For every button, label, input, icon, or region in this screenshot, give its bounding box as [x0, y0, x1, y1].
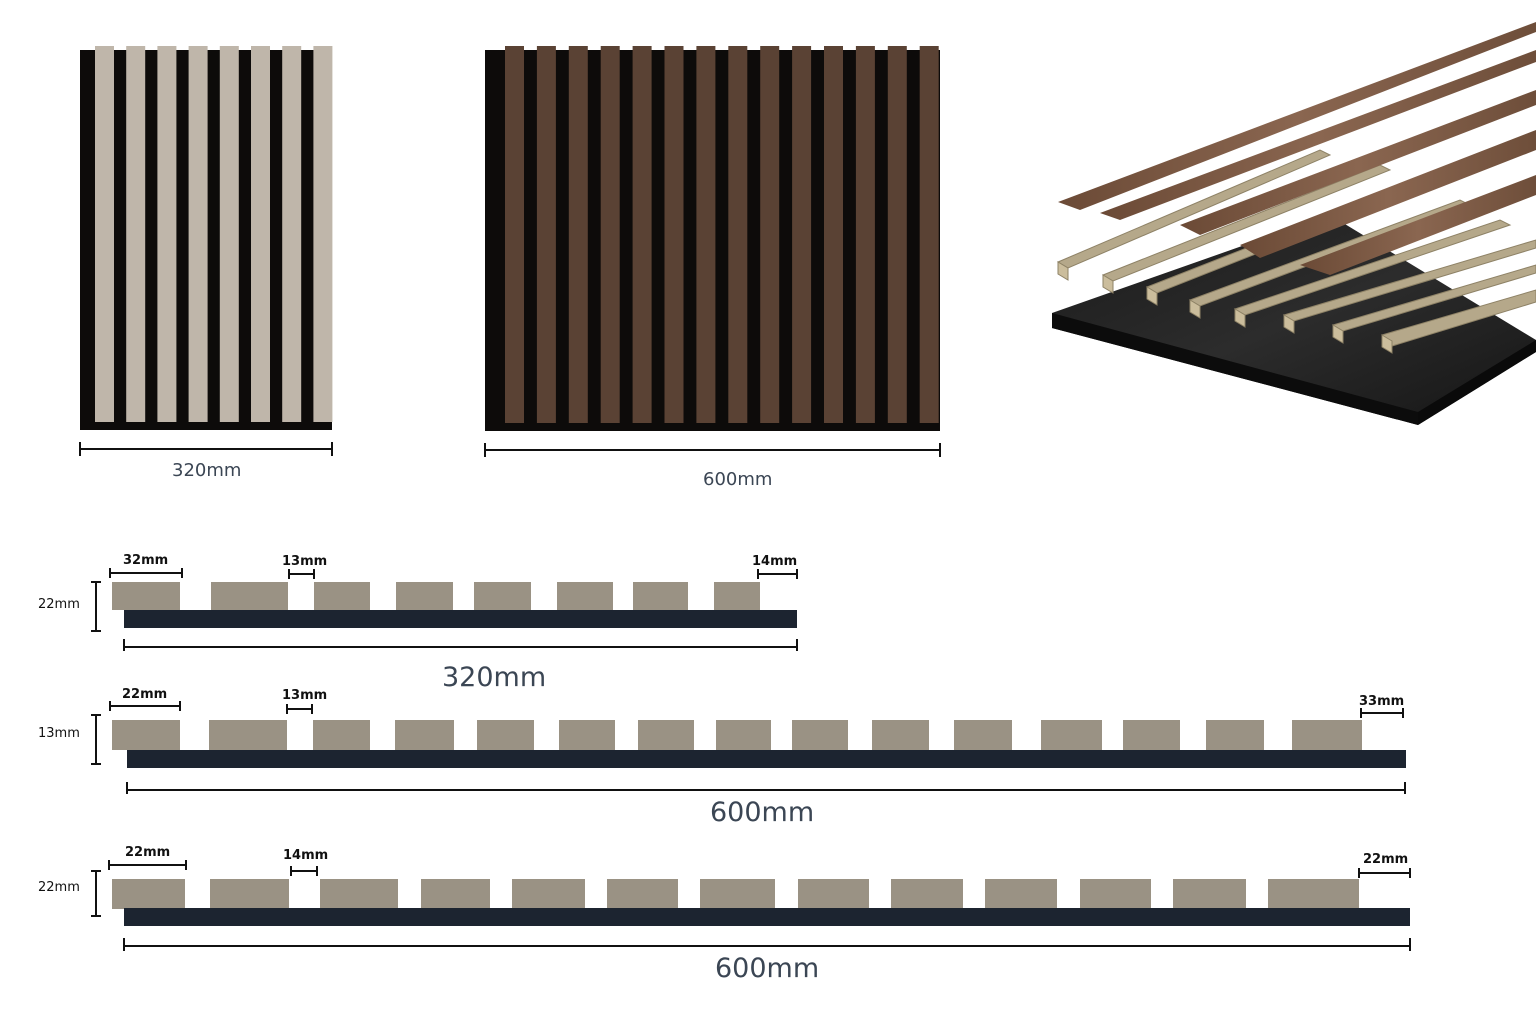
profile-slat	[607, 879, 678, 909]
profile-slat	[314, 582, 370, 610]
profile-slat	[512, 879, 585, 909]
profile-slat	[714, 582, 760, 610]
profile-slat	[1080, 879, 1151, 909]
panel-slat	[157, 46, 177, 422]
profile-slat	[633, 582, 688, 610]
panel-slat	[632, 46, 652, 423]
profile-slat	[792, 720, 848, 750]
profile-slat	[112, 720, 180, 750]
profile-slat	[474, 582, 531, 610]
profile-slat	[638, 720, 694, 750]
profile-320-total-label: 320mm	[442, 662, 547, 693]
profile-slat	[421, 879, 490, 909]
panel-slat	[664, 46, 684, 423]
panel-slat	[251, 46, 270, 422]
panel-slat	[313, 46, 333, 422]
profile-slat	[112, 879, 185, 909]
profile-slat	[477, 720, 534, 750]
profile-slat	[1268, 879, 1359, 909]
profile-slat	[1041, 720, 1102, 750]
profile-320-edge-label: 14mm	[752, 554, 798, 569]
profile-slat	[891, 879, 963, 909]
profile-320-gap-label: 13mm	[282, 554, 328, 569]
profile-320-height-label: 22mm	[38, 597, 80, 612]
profile-slat	[985, 879, 1057, 909]
profile-slat	[210, 879, 289, 909]
panel-slat	[282, 46, 302, 422]
profile-slat	[313, 720, 370, 750]
profile-slat	[1292, 720, 1362, 750]
panel-slat	[505, 46, 524, 423]
profile-slat	[1206, 720, 1264, 750]
panel-slat	[188, 46, 208, 422]
profile-slat	[557, 582, 613, 610]
panel-slat	[600, 46, 620, 423]
profile-slat	[211, 582, 288, 610]
profile-slat	[396, 582, 453, 610]
panel-slat	[919, 46, 939, 423]
profile-slat	[112, 582, 180, 610]
panel-slat	[760, 46, 780, 423]
panel-slat	[887, 46, 907, 423]
profile-slat	[716, 720, 771, 750]
profile-slat	[1123, 720, 1180, 750]
profile-slat	[798, 879, 869, 909]
profile-600-b-slat-width-label: 22mm	[125, 845, 171, 860]
profile-600-a-height-label: 13mm	[38, 726, 80, 741]
panel-slat	[728, 46, 748, 423]
panel-slat	[568, 46, 588, 423]
profile-slat	[395, 720, 454, 750]
panel-slat	[696, 46, 716, 423]
profile-600-b-edge-label: 22mm	[1363, 852, 1409, 867]
profile-320-slat-width-label: 32mm	[123, 553, 169, 568]
profile-slat	[320, 879, 398, 909]
narrow-panel-width-label: 320mm	[172, 460, 242, 481]
panel-slat	[855, 46, 875, 423]
profile-slat	[700, 879, 775, 909]
profile-600-b-gap-label: 14mm	[283, 848, 329, 863]
panel-slat	[219, 46, 239, 422]
panel-slat	[792, 46, 812, 423]
panel-slat	[824, 46, 843, 423]
profile-600-a-total-label: 600mm	[710, 797, 815, 828]
profile-slat	[559, 720, 615, 750]
panel-slat	[126, 46, 146, 422]
profile-600-b-total-label: 600mm	[715, 953, 820, 984]
wide-panel-width-label: 600mm	[703, 469, 773, 490]
profile-slat	[872, 720, 929, 750]
profile-slat	[954, 720, 1012, 750]
profile-slat	[209, 720, 287, 750]
panel-slat	[95, 46, 114, 422]
panel-slat	[536, 46, 556, 423]
profile-600-a-slat-width-label: 22mm	[122, 687, 168, 702]
profile-600-a-edge-label: 33mm	[1359, 694, 1405, 709]
profile-600-a-gap-label: 13mm	[282, 688, 328, 703]
profile-slat	[1173, 879, 1246, 909]
profile-600-b-height-label: 22mm	[38, 880, 80, 895]
